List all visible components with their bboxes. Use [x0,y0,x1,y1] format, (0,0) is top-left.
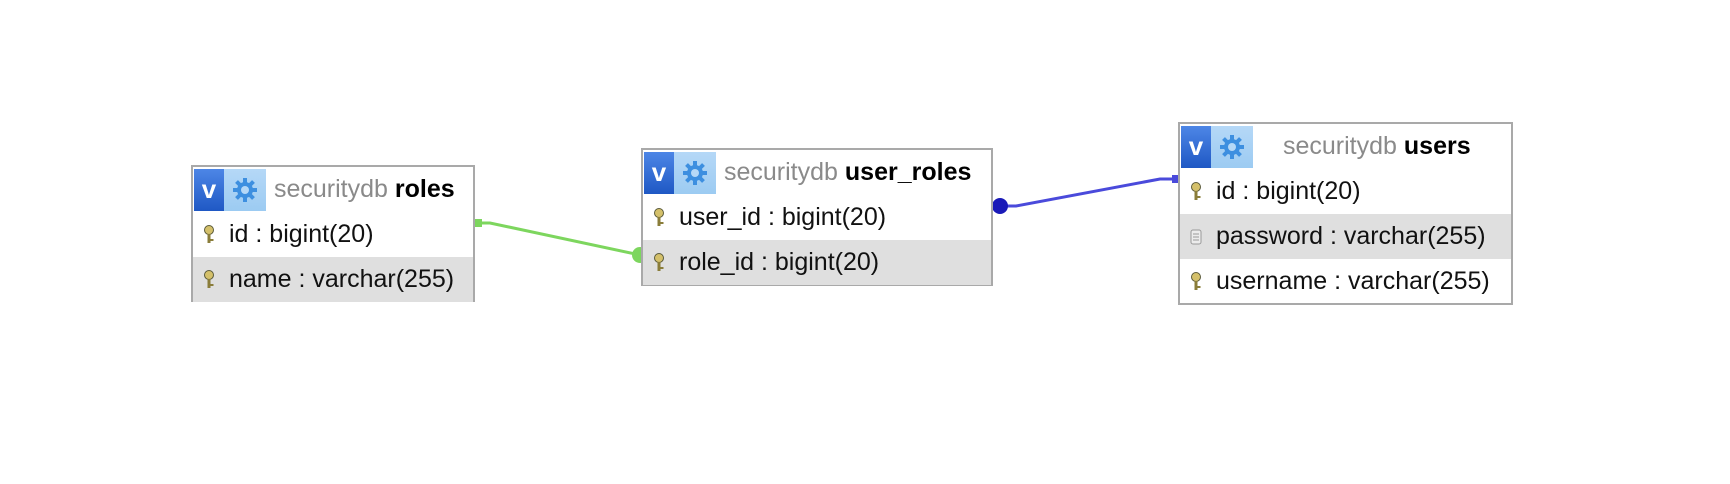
db-name: securitydb [274,175,388,203]
view-toggle-button[interactable]: v [644,151,674,194]
column-row[interactable]: username : varchar(255) [1180,259,1511,304]
column-label: id : bigint(20) [1216,177,1361,205]
table-users[interactable]: v securitydb users id : bigint(20) passw… [1178,122,1513,305]
column-label: name : varchar(255) [229,265,455,293]
column-label: password : varchar(255) [1216,222,1486,250]
table-name: roles [394,175,455,203]
table-header: v securitydb roles [193,167,473,212]
column-label: id : bigint(20) [229,220,374,248]
column-label: user_id : bigint(20) [679,203,887,231]
key-icon [1190,271,1202,292]
key-icon [1190,181,1202,202]
key-icon [203,269,215,290]
key-icon [653,207,665,228]
column-row[interactable]: password : varchar(255) [1180,214,1511,259]
table-title: securitydb users [1283,132,1471,161]
key-icon [203,224,215,245]
relation-roles-user-roles[interactable] [470,219,648,263]
table-title: securitydb user_roles [724,158,971,187]
table-header: v securitydb user_roles [643,150,991,195]
column-label: role_id : bigint(20) [679,248,880,276]
gear-icon[interactable] [1211,125,1253,168]
view-toggle-button[interactable]: v [194,168,224,211]
table-name: user_roles [844,158,972,186]
key-icon [653,252,665,273]
table-user-roles[interactable]: v securitydb user_roles user_id : bigint… [641,148,993,286]
column-row[interactable]: user_id : bigint(20) [643,195,991,240]
column-row[interactable]: role_id : bigint(20) [643,240,991,285]
column-row[interactable]: name : varchar(255) [193,257,473,302]
column-icon [1190,227,1202,247]
view-toggle-button[interactable]: v [1181,125,1211,168]
gear-icon[interactable] [224,168,266,211]
relation-users-user-roles[interactable] [992,175,1182,214]
table-name: users [1403,132,1471,160]
column-label: username : varchar(255) [1216,267,1490,295]
column-row[interactable]: id : bigint(20) [1180,169,1511,214]
db-name: securitydb [724,158,838,186]
db-name: securitydb [1283,132,1397,160]
gear-icon[interactable] [674,151,716,194]
table-title: securitydb roles [274,175,455,204]
table-roles[interactable]: v securitydb roles id : bigint(20) name … [191,165,475,302]
table-header: v securitydb users [1180,124,1511,169]
column-row[interactable]: id : bigint(20) [193,212,473,257]
